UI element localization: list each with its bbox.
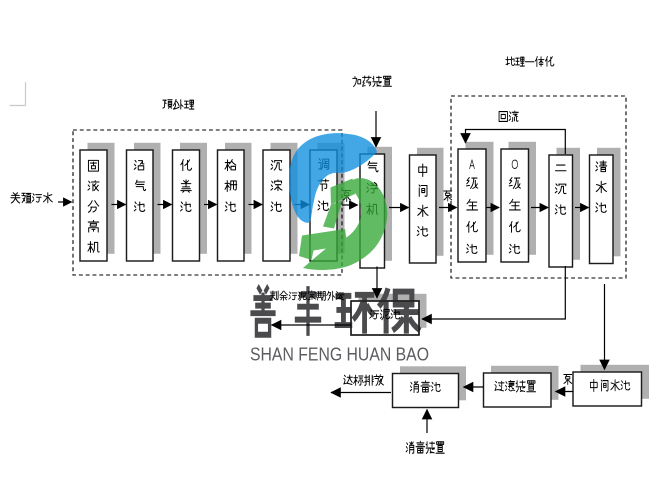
- svg-text:SHAN FENG HUAN BAO: SHAN FENG HUAN BAO: [250, 344, 429, 365]
